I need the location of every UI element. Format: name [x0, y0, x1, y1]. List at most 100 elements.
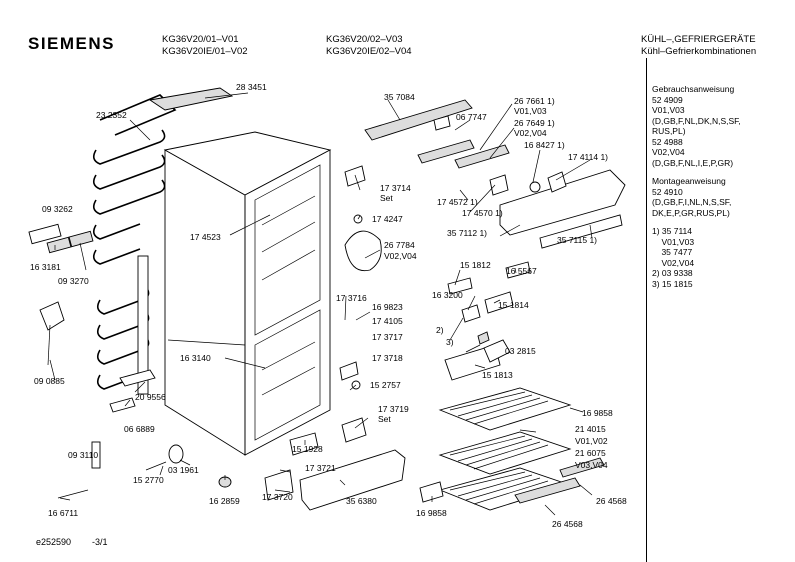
- part-label: 3): [446, 337, 454, 347]
- part-label: 17 3718: [372, 353, 403, 363]
- part-031961: [168, 444, 184, 464]
- doc-id: e252590: [36, 537, 72, 547]
- part-032815: [477, 331, 490, 345]
- part-151812: [447, 277, 473, 295]
- part-label: 17 3714: [380, 183, 411, 193]
- part-label: 16 9858: [582, 408, 613, 418]
- side-note-line: V02,V04: [652, 257, 695, 268]
- part-066889: [109, 397, 136, 413]
- part-label: Set: [380, 193, 393, 203]
- part-169858a: [419, 481, 444, 503]
- part-165567: [505, 261, 531, 279]
- part-label: 17 4523: [190, 232, 221, 242]
- model-line: KG36V20IE/02–V04: [326, 46, 412, 57]
- exploded-diagram: [28, 87, 626, 516]
- part-093270: [68, 230, 94, 248]
- part-093262: [28, 223, 62, 245]
- side-note-line: 52 4909: [652, 94, 683, 105]
- part-label: 21 4015: [575, 424, 606, 434]
- part-label: 09 0885: [34, 376, 65, 386]
- part-label: 09 3270: [58, 276, 89, 286]
- side-note-line: 2) 03 9338: [652, 268, 693, 278]
- part-label: 15 1812: [460, 260, 491, 270]
- part-label: 26 7649 1): [514, 118, 555, 128]
- part-label: 26 7661 1): [514, 96, 555, 106]
- part-label: 17 3716: [336, 293, 367, 303]
- control-panel: [499, 169, 626, 236]
- part-label: 16 5567: [506, 266, 537, 276]
- part-label: 17 4572 1): [437, 197, 478, 207]
- part-label: 17 3720: [262, 492, 293, 502]
- part-label: 16 6711: [48, 508, 79, 518]
- part-label: Set: [378, 414, 391, 424]
- part-label: 16 9823: [372, 302, 403, 312]
- part-label: 06 7747: [456, 112, 487, 122]
- fan-cover-icon: [344, 230, 382, 272]
- part-label: 16 3200: [432, 290, 463, 300]
- part-label: 35 7112 1): [447, 228, 488, 238]
- part-168427: [529, 181, 541, 193]
- page-number: -3/1: [92, 537, 108, 547]
- part-label: 26 4568: [552, 519, 583, 529]
- part-label: 20 9556: [135, 392, 166, 402]
- side-note-line: [652, 168, 741, 176]
- tube-bracket: [148, 87, 234, 111]
- model-line: KG36V20IE/01–V02: [162, 46, 248, 57]
- part-label: 03 2815: [505, 346, 536, 356]
- model-col-1: KG36V20/01–V01 KG36V20IE/01–V02: [162, 34, 248, 58]
- part-label: 17 4105: [372, 316, 403, 326]
- side-note-line: 1) 35 7114: [652, 226, 693, 236]
- part-label: V01,V02: [575, 436, 608, 446]
- part-label: 17 3719: [378, 404, 409, 414]
- part-label: 16 3181: [30, 262, 61, 272]
- model-line: KG36V20/01–V01: [162, 34, 239, 45]
- egg-tray: [483, 339, 511, 363]
- part-label: 15 1813: [482, 370, 513, 380]
- part-label: 2): [436, 325, 444, 335]
- side-note-line: 35 7477: [652, 247, 693, 257]
- part-label: V03,V04: [575, 460, 608, 470]
- door-shelf-icon: [299, 449, 406, 511]
- control-strip-1: [417, 139, 475, 164]
- part-label: 28 3451: [236, 82, 267, 92]
- part-label: 16 3140: [180, 353, 211, 363]
- part-label: 15 2770: [133, 475, 164, 485]
- part-209556: [119, 369, 156, 387]
- part-label: 15 2757: [370, 380, 401, 390]
- side-note-line: (D,GB,F,NL,DK,N,S,SF,: [652, 115, 741, 126]
- side-note-line: (D,GB,F,I,NL,N,S,SF,: [652, 197, 732, 207]
- part-label: 35 7115 1): [557, 235, 598, 245]
- side-note-line: [652, 218, 741, 226]
- part-label: 16 8427 1): [524, 140, 565, 150]
- panel-cover: [539, 214, 623, 249]
- part-label: 23 2352: [96, 110, 127, 120]
- hinge-cover: [289, 432, 319, 456]
- category-title: KÜHL–,GEFRIERGERÄTE Kühl–Gefrierkombinat…: [641, 34, 756, 58]
- part-label: 17 4114 1): [568, 152, 609, 162]
- side-panel-border: [646, 58, 795, 562]
- part-label: 09 3262: [42, 204, 73, 214]
- part-label: 16 2859: [209, 496, 240, 506]
- power-cable-icon: [39, 301, 65, 331]
- category-line: Kühl–Gefrierkombinationen: [641, 46, 757, 57]
- part-163200: [461, 304, 481, 323]
- side-note-line: V01,V03: [652, 236, 695, 247]
- wire-shelf-icon: [438, 387, 605, 511]
- part-label: 35 6380: [346, 496, 377, 506]
- part-label: 17 3721: [305, 463, 336, 473]
- part-label: 06 6889: [124, 424, 155, 434]
- side-note-line: 52 4988: [652, 136, 683, 147]
- side-note-line: 52 4910: [652, 186, 683, 197]
- part-label: 09 3110: [68, 450, 99, 460]
- condenser-coil-icon: [92, 94, 177, 395]
- part-label: 03 1961: [168, 465, 199, 475]
- side-note-line: V02,V04: [652, 147, 685, 157]
- refrigerator-body-icon: [163, 131, 332, 456]
- part-label: 17 3717: [372, 332, 403, 342]
- part-label: 35 7084: [384, 92, 415, 102]
- side-note-line: 3) 15 1815: [652, 278, 693, 289]
- door-handle-part: [364, 99, 473, 141]
- part-label: V02,V04: [384, 251, 417, 261]
- part-label: 15 1928: [292, 444, 323, 454]
